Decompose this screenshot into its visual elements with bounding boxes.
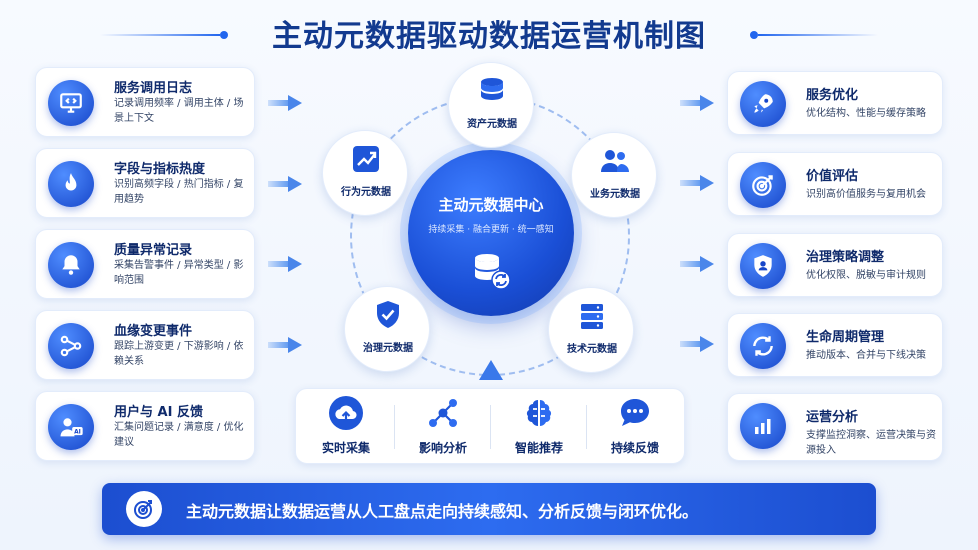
title-decor-line-left xyxy=(100,34,220,36)
card-title: 治理策略调整 xyxy=(806,250,885,265)
svg-text:AI: AI xyxy=(74,429,81,435)
bell-icon xyxy=(48,242,94,288)
capability-continuous-feedback: 持续反馈 xyxy=(587,389,683,465)
card-desc: 跟踪上游变更 / 下游影响 / 依赖关系 xyxy=(114,341,244,367)
capability-divider xyxy=(586,405,587,449)
capability-divider xyxy=(394,405,395,449)
card-title: 字段与指标热度 xyxy=(114,162,206,177)
capability-label: 实时采集 xyxy=(321,441,370,455)
hub-title: 主动元数据中心 xyxy=(438,196,544,214)
hub-subtitle: 持续采集 · 融合更新 · 统一感知 xyxy=(428,225,554,235)
summary-banner: 主动元数据让数据运营从人工盘点走向持续感知、分析反馈与闭环优化。 xyxy=(102,483,876,535)
title-area: 主动元数据驱动数据运营机制图 xyxy=(0,10,978,56)
satellite-label: 技术元数据 xyxy=(567,344,617,355)
shield-user-icon xyxy=(740,243,786,289)
satellite-business-metadata: 业务元数据 xyxy=(571,132,657,218)
flow-arrow-right-3 xyxy=(680,256,714,272)
user-ai-icon: AI xyxy=(48,404,94,450)
rocket-icon xyxy=(740,81,786,127)
page-title: 主动元数据驱动数据运营机制图 xyxy=(272,19,706,54)
card-desc: 识别高频字段 / 热门指标 / 复用趋势 xyxy=(114,179,244,205)
right-card-service-optimization: 服务优化 优化结构、性能与缓存策略 xyxy=(727,71,943,135)
right-card-value-assessment: 价值评估 识别高价值服务与复用机会 xyxy=(727,152,943,216)
cloud-upload-icon xyxy=(329,396,363,430)
card-title: 服务调用日志 xyxy=(114,81,193,96)
title-decor-dot-right xyxy=(750,31,758,39)
card-title: 质量异常记录 xyxy=(114,243,193,258)
flame-icon xyxy=(48,161,94,207)
left-card-field-heat: 字段与指标热度 识别高频字段 / 热门指标 / 复用趋势 xyxy=(35,148,255,218)
left-card-service-log: 服务调用日志 记录调用频率 / 调用主体 / 场景上下文 xyxy=(35,67,255,137)
bar-chart-icon xyxy=(740,403,786,449)
card-desc: 识别高价值服务与复用机会 xyxy=(806,189,926,200)
capability-smart-recommendation: 智能推荐 xyxy=(491,389,587,465)
card-title: 血缘变更事件 xyxy=(114,324,193,339)
flow-arrow-right-4 xyxy=(680,336,714,352)
target-icon xyxy=(126,491,162,527)
right-card-operations-analysis: 运营分析 支撑监控洞察、运营决策与资源投入 xyxy=(727,393,943,461)
right-card-lifecycle: 生命周期管理 推动版本、合并与下线决策 xyxy=(727,313,943,377)
satellite-asset-metadata: 资产元数据 xyxy=(448,62,534,148)
flow-arrow-up xyxy=(479,360,503,380)
capability-label: 持续反馈 xyxy=(610,441,659,455)
card-desc: 优化权限、脱敏与审计规则 xyxy=(806,270,926,281)
satellite-governance-metadata: 治理元数据 xyxy=(344,286,430,372)
target-icon xyxy=(740,162,786,208)
card-title: 生命周期管理 xyxy=(806,330,885,345)
card-title: 价值评估 xyxy=(806,169,859,184)
metadata-hub: 主动元数据中心 持续采集 · 融合更新 · 统一感知 xyxy=(408,150,574,316)
database-icon xyxy=(481,78,503,100)
banner-text: 主动元数据让数据运营从人工盘点走向持续感知、分析反馈与闭环优化。 xyxy=(186,502,699,521)
right-card-governance-policy: 治理策略调整 优化权限、脱敏与审计规则 xyxy=(727,233,943,297)
satellite-technical-metadata: 技术元数据 xyxy=(548,287,634,373)
card-desc: 优化结构、性能与缓存策略 xyxy=(806,108,926,119)
card-desc: 采集告警事件 / 异常类型 / 影响范围 xyxy=(114,260,244,286)
trend-chart-icon xyxy=(353,146,379,172)
lineage-icon xyxy=(48,323,94,369)
left-card-quality-anomaly: 质量异常记录 采集告警事件 / 异常类型 / 影响范围 xyxy=(35,229,255,299)
chat-icon xyxy=(621,399,649,426)
left-card-user-ai-feedback: AI 用户与 AI 反馈 汇集问题记录 / 满意度 / 优化建议 xyxy=(35,391,255,461)
card-desc: 推动版本、合并与下线决策 xyxy=(806,350,926,361)
satellite-label: 资产元数据 xyxy=(467,119,517,130)
flow-arrow-right-1 xyxy=(680,95,714,111)
network-icon xyxy=(429,399,457,427)
flow-arrow-left-1 xyxy=(268,95,302,111)
card-title: 用户与 AI 反馈 xyxy=(114,405,203,420)
flow-arrow-left-4 xyxy=(268,337,302,353)
capabilities-panel: 实时采集 影响分析 智能推荐 持续反馈 xyxy=(295,388,685,464)
left-card-lineage-change: 血缘变更事件 跟踪上游变更 / 下游影响 / 依赖关系 xyxy=(35,310,255,380)
capability-impact-analysis: 影响分析 xyxy=(395,389,491,465)
capability-realtime-collection: 实时采集 xyxy=(298,389,394,465)
satellite-label: 行为元数据 xyxy=(341,187,391,198)
monitor-code-icon xyxy=(48,80,94,126)
flow-arrow-right-2 xyxy=(680,175,714,191)
capability-label: 智能推荐 xyxy=(514,441,563,455)
satellite-behavior-metadata: 行为元数据 xyxy=(322,130,408,216)
refresh-cycle-icon xyxy=(740,323,786,369)
title-decor-line-right xyxy=(758,34,878,36)
card-desc: 汇集问题记录 / 满意度 / 优化建议 xyxy=(114,422,244,448)
database-sync-icon xyxy=(475,254,511,290)
card-desc: 记录调用频率 / 调用主体 / 场景上下文 xyxy=(114,98,244,124)
title-decor-dot-left xyxy=(220,31,228,39)
shield-check-icon xyxy=(377,301,399,328)
capability-divider xyxy=(490,405,491,449)
flow-arrow-left-3 xyxy=(268,256,302,272)
card-desc: 支撑监控洞察、运营决策与资源投入 xyxy=(806,430,936,456)
capability-label: 影响分析 xyxy=(418,441,467,455)
flow-arrow-left-2 xyxy=(268,176,302,192)
server-icon xyxy=(581,304,603,329)
users-icon xyxy=(601,150,629,172)
brain-icon xyxy=(526,400,552,426)
card-title: 运营分析 xyxy=(806,410,859,425)
satellite-label: 治理元数据 xyxy=(363,343,413,354)
satellite-label: 业务元数据 xyxy=(590,189,640,200)
card-title: 服务优化 xyxy=(806,88,859,103)
